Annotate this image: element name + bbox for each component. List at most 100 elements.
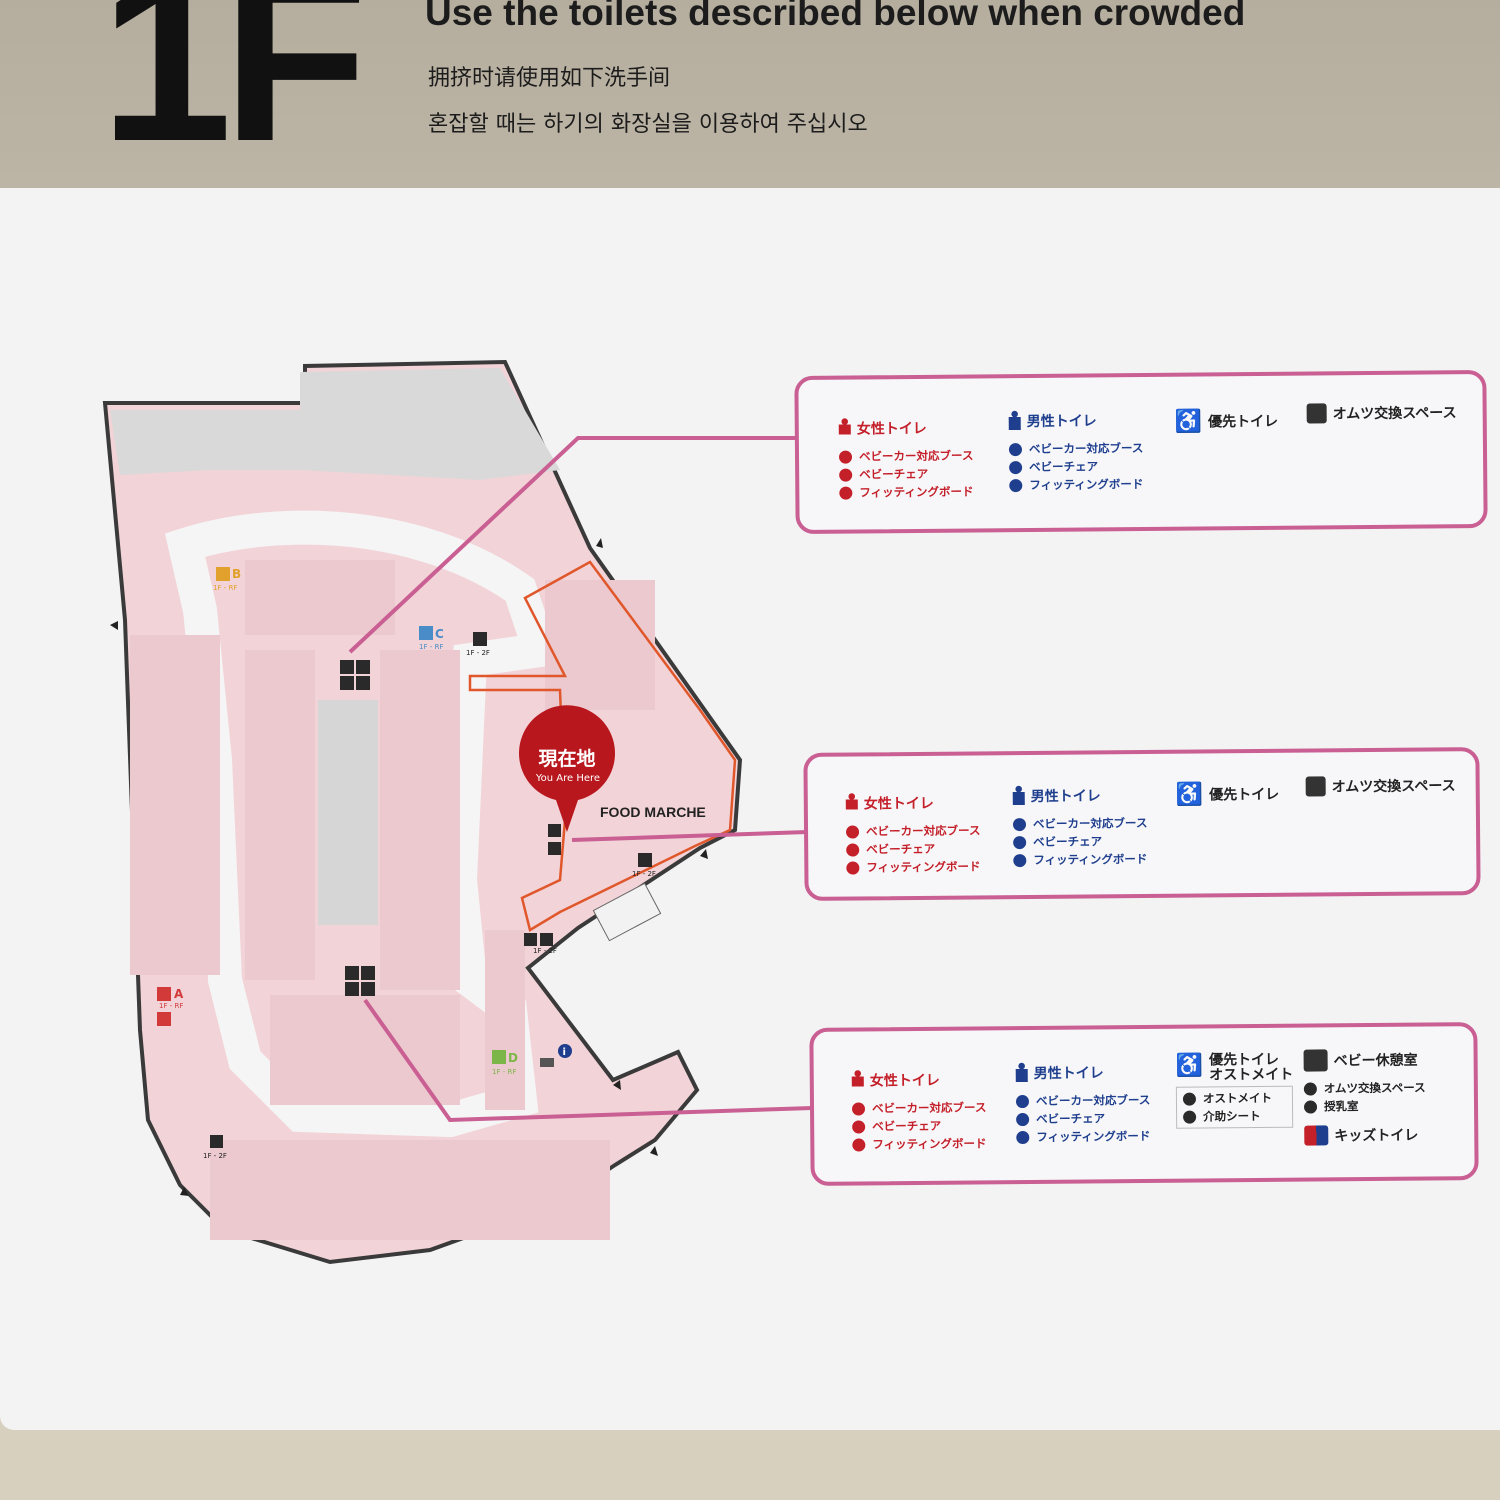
shop-block bbox=[210, 1140, 610, 1240]
nursing-room-icon bbox=[1303, 1099, 1318, 1114]
ostomate-icon bbox=[1182, 1092, 1197, 1106]
fitting-board-icon bbox=[839, 486, 853, 500]
men-toilet-title: 男性トイレ bbox=[1026, 412, 1097, 429]
you-are-here-en: You Are Here bbox=[535, 773, 600, 784]
svg-text:i: i bbox=[563, 1047, 566, 1058]
baby-room-col: ベビー休憩室 オムツ交換スペース 授乳室 キッズトイレ bbox=[1303, 1049, 1427, 1146]
escalator-east: 1F - 2F bbox=[632, 853, 656, 878]
floor-label: 1F bbox=[100, 0, 368, 191]
toilet-panel-1: 女性トイレ ベビーカー対応ブース ベビーチェア フィッティングボード 男性トイレ… bbox=[794, 369, 1488, 535]
food-marche-area bbox=[468, 560, 737, 932]
wheelchair-icon: ♿ bbox=[1175, 781, 1204, 807]
ostomate-item-1: オストメイト bbox=[1202, 1090, 1273, 1106]
diaper-change-icon bbox=[1305, 776, 1326, 797]
women-toilet-col: 女性トイレ ベビーカー対応ブース ベビーチェア フィッティングボード bbox=[845, 791, 981, 876]
wheelchair-icon: ♿ bbox=[1175, 1052, 1204, 1078]
baby-room-title: ベビー休憩室 bbox=[1333, 1051, 1418, 1069]
info-icon: i bbox=[558, 1044, 572, 1058]
women-item-1: ベビーカー対応ブース bbox=[865, 823, 981, 839]
fitting-board-icon bbox=[852, 1137, 866, 1152]
diaper-space-col: オムツ交換スペース bbox=[1305, 775, 1456, 797]
women-item-2: ベビーチェア bbox=[866, 841, 936, 857]
shop-block bbox=[245, 650, 315, 980]
priority-toilet-col: ♿ 優先トイレ bbox=[1175, 408, 1279, 435]
men-item-2: ベビーチェア bbox=[1036, 1111, 1106, 1126]
shop-block bbox=[545, 580, 655, 710]
men-item-1: ベビーカー対応ブース bbox=[1032, 815, 1148, 831]
men-icon bbox=[1015, 1062, 1028, 1085]
fitting-board-icon bbox=[1009, 478, 1023, 492]
toilet-icons-north bbox=[340, 660, 370, 690]
elevator-c-letter: C bbox=[435, 627, 444, 641]
baby-room-item-1: オムツ交換スペース bbox=[1323, 1080, 1426, 1096]
fitting-board-icon bbox=[1016, 1130, 1030, 1144]
elevator-b-floors: 1F - RF bbox=[213, 584, 237, 592]
men-item-3: フィッティングボード bbox=[1036, 1128, 1151, 1144]
diaper-change-icon bbox=[1303, 1081, 1317, 1096]
title-korean: 혼잡할 때는 하기의 화장실을 이용하여 주십시오 bbox=[428, 112, 868, 137]
shop-block bbox=[270, 995, 460, 1105]
baby-stroller-icon bbox=[1012, 817, 1027, 831]
ostomate-item-2: 介助シート bbox=[1203, 1108, 1261, 1124]
escalator-southwest: 1F - 2F bbox=[203, 1135, 227, 1160]
walkway-ring bbox=[164, 510, 563, 1138]
elevator-d: D 1F - RF bbox=[492, 1050, 518, 1076]
toilet-panel-3: 女性トイレ ベビーカー対応ブース ベビーチェア フィッティングボード 男性トイレ… bbox=[809, 1022, 1479, 1186]
escalator-south-center: 1F - 2F bbox=[524, 933, 557, 955]
women-toilet-col: 女性トイレ ベビーカー対応ブース ベビーチェア フィッティングボード bbox=[838, 416, 974, 501]
women-icon bbox=[845, 792, 858, 815]
elevator-b-letter: B bbox=[232, 567, 241, 581]
shop-block bbox=[130, 635, 220, 975]
diaper-space-col: オムツ交換スペース bbox=[1306, 402, 1457, 424]
priority-toilet-title: 優先トイレ bbox=[1209, 785, 1280, 803]
toilet-icons-east bbox=[548, 824, 561, 855]
title-chinese: 拥挤时请使用如下洗手间 bbox=[428, 66, 671, 91]
central-atrium bbox=[318, 700, 378, 925]
men-toilet-col: 男性トイレ ベビーカー対応ブース ベビーチェア フィッティングボード bbox=[1015, 1061, 1151, 1146]
women-icon bbox=[851, 1069, 864, 1092]
elevator-b: B 1F - RF bbox=[213, 567, 241, 592]
men-toilet-col: 男性トイレ ベビーカー対応ブース ベビーチェア フィッティングボード bbox=[1012, 784, 1148, 869]
title-english: Use the toilets described below when cro… bbox=[425, 0, 1246, 33]
fitting-board-icon bbox=[846, 860, 860, 875]
men-item-1: ベビーカー対応ブース bbox=[1028, 440, 1144, 456]
escalator-east-label: 1F - 2F bbox=[632, 870, 656, 878]
escalator-south-center-label: 1F - 2F bbox=[533, 947, 557, 955]
women-toilet-title: 女性トイレ bbox=[856, 419, 927, 437]
stairs bbox=[592, 882, 662, 942]
baby-stroller-icon bbox=[838, 450, 853, 464]
connector-lines bbox=[348, 436, 813, 1123]
wheelchair-icon: ♿ bbox=[1174, 408, 1203, 434]
women-item-2: ベビーチェア bbox=[872, 1118, 942, 1134]
women-toilet-col: 女性トイレ ベビーカー対応ブース ベビーチェア フィッティングボード bbox=[851, 1068, 987, 1153]
kids-toilet-title: キッズトイレ bbox=[1334, 1126, 1419, 1144]
shop-block bbox=[245, 560, 395, 635]
back-corridor bbox=[110, 368, 560, 480]
baby-chair-icon bbox=[846, 842, 860, 857]
priority-toilet-col: ♿ 優先トイレ bbox=[1176, 781, 1280, 808]
diaper-space-title: オムツ交換スペース bbox=[1331, 777, 1456, 795]
baby-chair-icon bbox=[839, 468, 853, 482]
escalator-north: 1F - 2F bbox=[466, 632, 490, 657]
men-toilet-col: 男性トイレ ベビーカー対応ブース ベビーチェア フィッティングボード bbox=[1008, 409, 1144, 494]
men-item-2: ベビーチェア bbox=[1029, 459, 1099, 474]
baby-chair-icon bbox=[1013, 835, 1027, 849]
escalator-southwest-label: 1F - 2F bbox=[203, 1152, 227, 1160]
men-icon bbox=[1008, 410, 1021, 433]
men-item-2: ベビーチェア bbox=[1033, 834, 1103, 849]
diaper-change-icon bbox=[1306, 403, 1327, 424]
women-item-1: ベビーカー対応ブース bbox=[858, 448, 974, 464]
elevator-c-floors: 1F - RF bbox=[419, 643, 443, 651]
assist-sheet-icon bbox=[1183, 1110, 1197, 1124]
elevator-a-letter: A bbox=[174, 987, 184, 1001]
diaper-space-title: オムツ交換スペース bbox=[1332, 404, 1457, 422]
header-band bbox=[0, 0, 1500, 215]
priority-toilet-title: 優先トイレ bbox=[1208, 412, 1279, 430]
baby-chair-icon bbox=[852, 1119, 866, 1134]
baby-room-icon bbox=[1303, 1049, 1328, 1072]
fitting-board-icon bbox=[1013, 853, 1027, 867]
baby-stroller-icon bbox=[851, 1101, 866, 1116]
men-item-1: ベビーカー対応ブース bbox=[1035, 1092, 1151, 1108]
baby-stroller-icon bbox=[845, 824, 860, 839]
